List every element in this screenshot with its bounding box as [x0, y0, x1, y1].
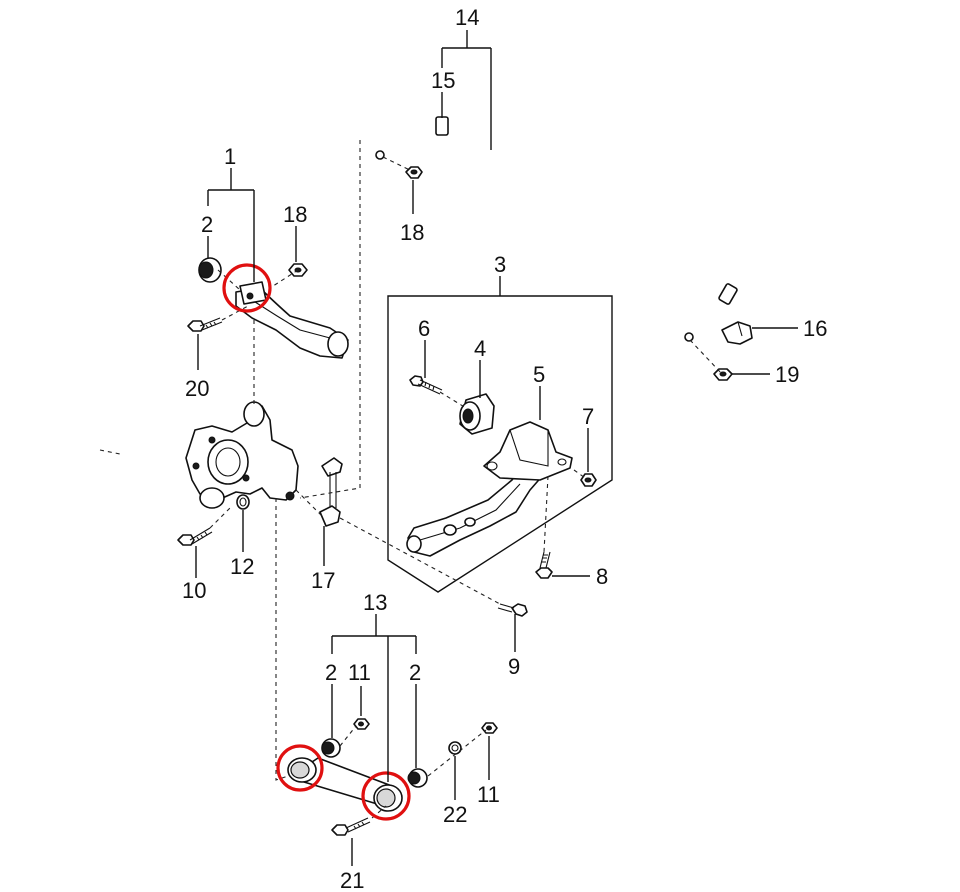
label-22: 22: [443, 802, 467, 827]
bolt-10: [177, 527, 213, 546]
bolt-20: [187, 317, 223, 332]
label-20: 20: [185, 376, 209, 401]
bushing-2-lower-right: [407, 768, 428, 788]
stabilizer-link-17: [319, 457, 343, 527]
label-3: 3: [494, 252, 506, 277]
trailing-arm-assembly: [406, 375, 597, 617]
label-14: 14: [455, 5, 479, 30]
guide-line-d: [275, 498, 301, 781]
bushing-2-lower-left: [321, 738, 341, 758]
guide-line-a: [299, 140, 361, 499]
label-19: 19: [775, 362, 799, 387]
washer-12: [236, 494, 250, 510]
label-21: 21: [340, 868, 364, 892]
highlight-circle-lower-left: [276, 744, 324, 792]
stabilizer-bar: [382, 121, 731, 337]
bolt-6: [409, 375, 443, 395]
upper-arm-assembly: [187, 257, 349, 359]
bolt-8: [535, 551, 553, 579]
trailing-arm-bracket: [483, 421, 573, 481]
label-6: 6: [418, 316, 430, 341]
nut-18-upper: [405, 166, 423, 179]
label-7: 7: [582, 404, 594, 429]
label-9: 9: [508, 654, 520, 679]
guide-line-c: [339, 517, 501, 605]
nut-7: [580, 473, 597, 487]
label-4: 4: [474, 336, 486, 361]
label-18-upper-arm: 18: [283, 202, 307, 227]
bolt-9: [497, 603, 528, 617]
label-11-right: 11: [477, 782, 500, 807]
leader-lines: [195, 30, 798, 866]
trailing-arm-frame: [387, 295, 613, 593]
label-2-upper: 2: [201, 212, 213, 237]
label-2-lower-left: 2: [325, 660, 337, 685]
label-2-lower-right: 2: [409, 660, 421, 685]
stabilizer-bushing-right: [718, 283, 738, 305]
label-17: 17: [311, 568, 335, 593]
label-16: 16: [803, 316, 827, 341]
nut-18-lower: [288, 263, 308, 277]
stabilizer-bar-assembly: [375, 116, 753, 381]
highlight-circle-lower-right: [361, 771, 411, 821]
label-13: 13: [363, 590, 387, 615]
part-labels: 14 15 1 2 18 18 20 3 6 4 5 7 16 19 8 9 1…: [182, 5, 827, 892]
label-1: 1: [224, 144, 236, 169]
nut-11-right: [481, 722, 498, 734]
label-18-stabilizer: 18: [400, 220, 424, 245]
bolt-21: [331, 817, 371, 836]
label-12: 12: [230, 554, 254, 579]
stabilizer-bushing-left: [435, 116, 449, 136]
bushing-2-upper: [198, 257, 222, 283]
guide-line-e: [99, 449, 121, 455]
nut-19: [713, 368, 733, 381]
label-10: 10: [182, 578, 206, 603]
label-11-left: 11: [348, 660, 371, 685]
highlight-circle-upper: [222, 263, 272, 313]
washer-22: [448, 741, 462, 755]
knuckle-assembly: [177, 401, 343, 546]
label-8: 8: [596, 564, 608, 589]
bushing-4: [459, 393, 495, 435]
nut-11-left: [353, 718, 370, 730]
label-5: 5: [533, 362, 545, 387]
trailing-arm: [407, 469, 545, 557]
stabilizer-bracket: [721, 321, 753, 345]
label-15: 15: [431, 68, 455, 93]
